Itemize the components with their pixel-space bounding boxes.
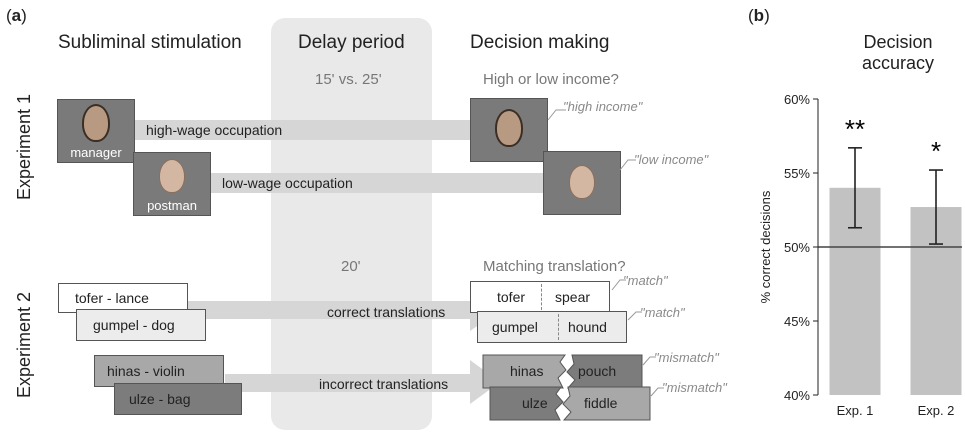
delay-period-background bbox=[271, 18, 432, 430]
chart-title-line-2: accuracy bbox=[861, 53, 935, 73]
header-delay-period: Delay period bbox=[298, 32, 405, 53]
match-card-gumpel-hound: gumpel hound bbox=[477, 311, 627, 343]
match1-right: spear bbox=[555, 289, 591, 305]
word-pair-hinas-violin: hinas - violin bbox=[94, 355, 224, 387]
answer-match-2: "match" bbox=[640, 305, 685, 320]
answer-high-income: "high income" bbox=[563, 99, 643, 114]
postman-caption: postman bbox=[147, 198, 197, 213]
mis2-right: fiddle bbox=[584, 395, 618, 411]
experiment-1-question: High or low income? bbox=[483, 71, 619, 88]
match2-right: hound bbox=[568, 319, 607, 335]
word-pair-tofer-lance: tofer - lance bbox=[58, 283, 188, 313]
y-tick-label-55: 55% bbox=[784, 166, 810, 181]
y-axis-label: % correct decisions bbox=[758, 190, 773, 303]
arrow-correct bbox=[180, 289, 500, 331]
word-pair-ulze-bag: ulze - bag bbox=[114, 383, 242, 415]
y-tick-label-40: 40% bbox=[784, 388, 810, 403]
manager-caption: manager bbox=[70, 145, 122, 160]
header-subliminal-stimulation: Subliminal stimulation bbox=[58, 32, 242, 53]
category-label-2: Exp. 2 bbox=[918, 403, 955, 418]
experiment-2-delay: 20' bbox=[341, 258, 361, 275]
answer-low-income: "low income" bbox=[634, 152, 709, 167]
postman-photo: postman bbox=[133, 152, 211, 216]
manager-photo: manager bbox=[57, 99, 135, 163]
match1-left: tofer bbox=[497, 289, 526, 305]
postman-decision-photo bbox=[543, 151, 621, 215]
header-decision-making: Decision making bbox=[470, 32, 610, 53]
experiment-2-question: Matching translation? bbox=[483, 258, 626, 275]
mismatch2-right-half bbox=[562, 386, 651, 421]
chart-title-line-1: Decision bbox=[863, 32, 933, 52]
panel-a-label: (a) bbox=[6, 6, 27, 25]
answer-mismatch-1: "mismatch" bbox=[654, 350, 719, 365]
manager-decision-photo bbox=[470, 98, 548, 162]
mismatch1-right-half bbox=[566, 354, 643, 389]
manager-face-icon bbox=[82, 104, 110, 142]
significance-2: * bbox=[931, 136, 941, 166]
y-tick-label-45: 45% bbox=[784, 314, 810, 329]
postman-face-icon bbox=[159, 159, 185, 193]
arrow-high-wage-label: high-wage occupation bbox=[146, 122, 283, 138]
panel-b-label: (b) bbox=[748, 6, 770, 25]
mis1-right: pouch bbox=[578, 363, 617, 379]
chart-title: Decision accuracy bbox=[848, 32, 948, 74]
match2-left: gumpel bbox=[492, 319, 538, 335]
arrow-high-wage bbox=[134, 108, 502, 152]
answer-match-1: "match" bbox=[623, 273, 668, 288]
arrow-low-wage-label: low-wage occupation bbox=[222, 175, 353, 191]
mis2-left: ulze bbox=[522, 395, 548, 411]
arrow-low-wage bbox=[205, 161, 577, 205]
arrow-incorrect bbox=[225, 360, 500, 404]
answer-mismatch-2: "mismatch" bbox=[662, 380, 727, 395]
mis1-left: hinas bbox=[510, 363, 544, 379]
mismatch2-left-half bbox=[489, 386, 564, 421]
arrow-correct-label: correct translations bbox=[327, 304, 446, 320]
experiment-1-delay: 15' vs. 25' bbox=[315, 71, 382, 88]
postman-decision-face-icon bbox=[569, 165, 595, 199]
manager-decision-face-icon bbox=[495, 109, 523, 147]
y-tick-label-60: 60% bbox=[784, 92, 810, 107]
significance-1: ** bbox=[845, 114, 865, 144]
category-label-1: Exp. 1 bbox=[837, 403, 874, 418]
y-tick-label-50: 50% bbox=[784, 240, 810, 255]
arrow-incorrect-label: incorrect translations bbox=[319, 376, 449, 392]
word-pair-gumpel-dog: gumpel - dog bbox=[76, 309, 206, 341]
